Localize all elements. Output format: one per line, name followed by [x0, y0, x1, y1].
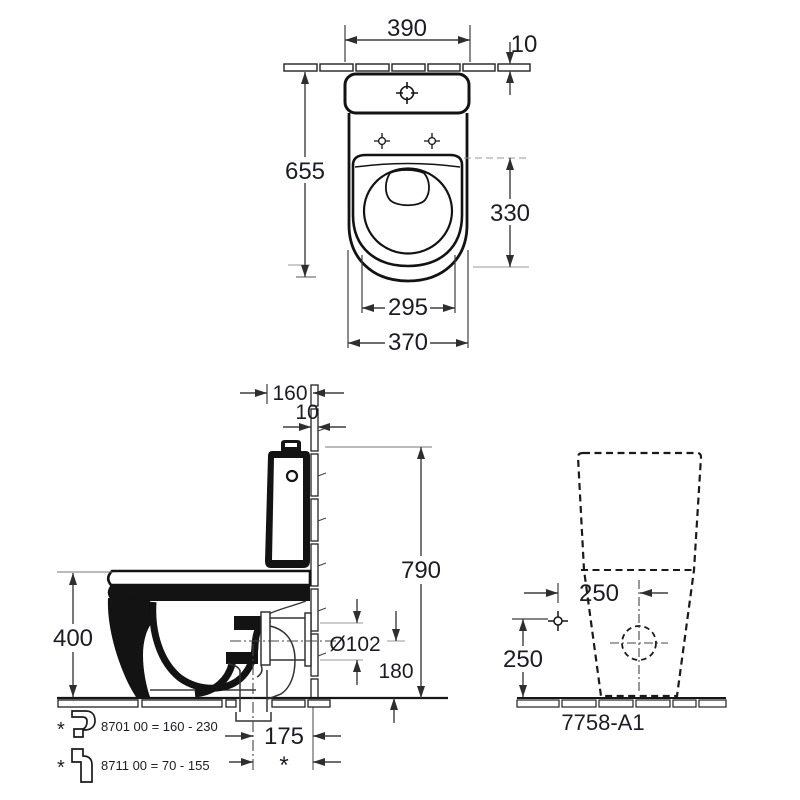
floor-tiles-side [57, 699, 331, 708]
dim-outlet-diameter-label: Ø102 [329, 633, 380, 656]
dim-supply-height: 250 [501, 618, 548, 697]
dim-outlet-wall-distance: 175 * [225, 723, 341, 779]
dim-cistern-width: 390 [344, 15, 471, 62]
dim-seat-inner-width: 295 [361, 255, 456, 321]
note1-star: * [57, 719, 65, 741]
dim-supply-offset: 250 [524, 580, 668, 607]
cistern-plan-outline [343, 72, 471, 115]
rear-outline-dashed [576, 451, 703, 698]
seat-hinge-seam [354, 162, 461, 168]
outlet-centerlines [230, 640, 336, 773]
dim-tile-thickness-top-label: 10 [511, 31, 538, 58]
top-view: 390 10 655 330 [283, 15, 538, 356]
dim-outlet-center-height-label: 180 [378, 660, 413, 683]
dim-supply-height-label: 250 [503, 646, 543, 673]
dim-cistern-depth-label: 160 [272, 382, 307, 405]
floor-tiles-rear [516, 699, 727, 708]
cistern-crosshair-icon [396, 82, 418, 104]
dim-bowl-width-label: 370 [388, 329, 428, 356]
dim-bowl-height-label: 400 [53, 625, 93, 652]
bowl-body-outline [347, 113, 469, 283]
dim-bowl-height: 400 [51, 571, 112, 697]
dim-outlet-wall-distance-label: 175 [264, 723, 304, 750]
dim-total-height-label: 790 [401, 557, 441, 584]
note2-star: * [57, 757, 65, 779]
note1-text: 8701 00 = 160 - 230 [101, 719, 218, 734]
wall-hatch-ticks [317, 427, 327, 657]
note2-text: 8711 00 = 70 - 155 [101, 758, 210, 773]
dim-total-depth: 655 [285, 72, 325, 278]
seat-fixing-crosshair-icons [374, 133, 440, 149]
dim-seat-inner-width-label: 295 [388, 294, 428, 321]
rear-outlet-centerlines [610, 580, 668, 691]
toilet-side-section [106, 440, 312, 698]
dim-supply-offset-label: 250 [579, 580, 619, 607]
side-view: 160 10 790 400 Ø102 [51, 382, 448, 779]
dim-total-depth-label: 655 [285, 158, 325, 185]
dim-outlet-variable-note: * [279, 752, 288, 779]
dim-outlet-diameter: Ø102 [320, 599, 381, 685]
notes: * 8701 00 = 160 - 230 * 8711 00 = 70 - 1… [57, 710, 218, 783]
dim-seat-length: 330 [464, 157, 531, 268]
wall-tiles-side [310, 384, 319, 699]
rear-view: 250 250 7758-A1 [501, 451, 727, 735]
outlet-bend-horizontal-icon [71, 710, 96, 738]
supply-hole [285, 469, 299, 483]
dim-seat-length-label: 330 [490, 200, 530, 227]
supply-crosshair-icon [548, 611, 568, 631]
seat-side [106, 569, 312, 587]
outlet-bend-vertical-icon [71, 748, 93, 783]
dim-outlet-center-height: 180 [378, 611, 414, 723]
water-spot-outline [384, 169, 430, 207]
dim-tile-thickness-top: 10 [506, 31, 538, 95]
dim-cistern-depth: 160 [240, 382, 344, 405]
dim-tile-thickness-side-label: 10 [295, 401, 318, 424]
dim-tile-thickness-side: 10 [283, 401, 346, 431]
dim-bowl-width: 370 [347, 250, 469, 356]
dim-total-height: 790 [325, 446, 443, 698]
dim-cistern-width-label: 390 [387, 15, 427, 42]
model-label: 7758-A1 [561, 710, 644, 735]
wall-tiles-top [283, 63, 531, 72]
